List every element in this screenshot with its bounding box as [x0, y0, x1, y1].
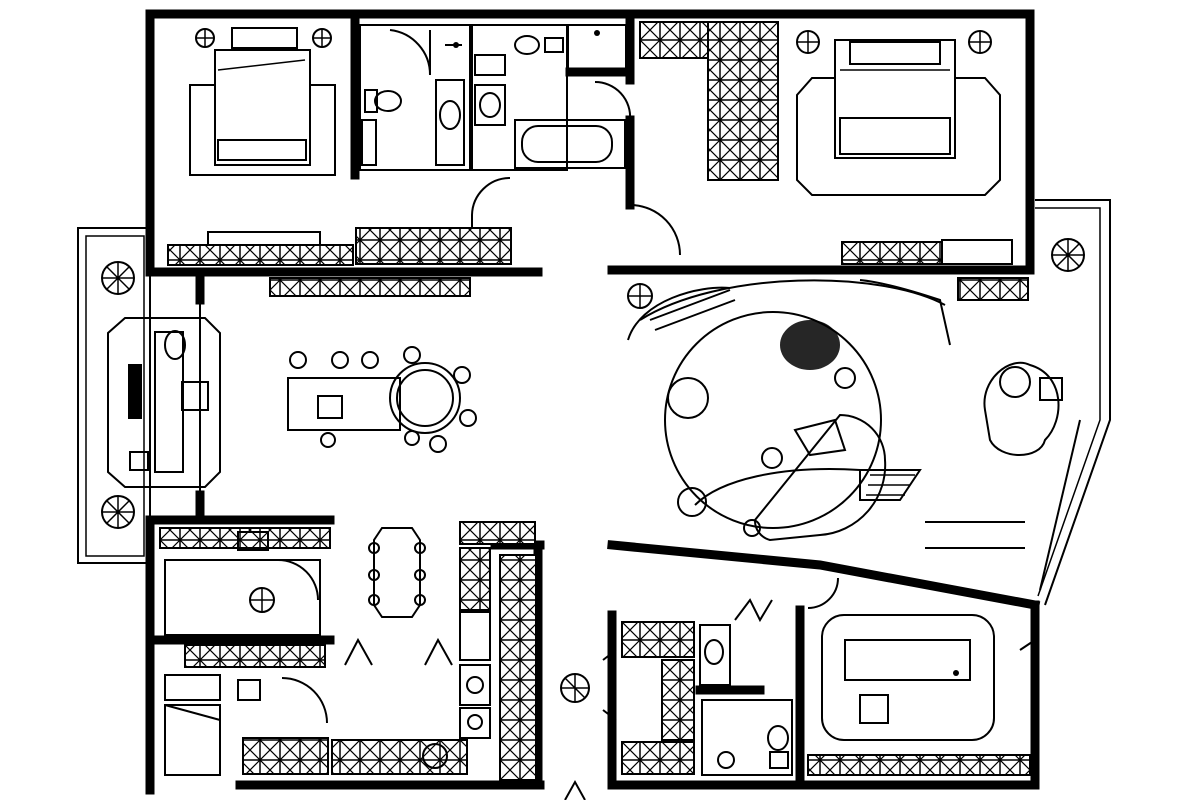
interior-walls — [150, 15, 1041, 790]
chair-icon — [317, 395, 343, 419]
wardrobe-icon — [269, 277, 471, 297]
chair-icon — [181, 381, 209, 411]
wardrobe-icon — [167, 244, 354, 266]
stove-icon — [237, 531, 269, 551]
plant-icon — [101, 261, 135, 295]
exterior-walls — [145, 9, 1040, 795]
bathroom-1 — [359, 24, 471, 171]
plant-icon — [780, 320, 840, 370]
dining-area — [287, 346, 477, 618]
rug-icon — [796, 77, 1001, 196]
bay-window-icon — [925, 521, 1025, 549]
master-bedroom — [631, 21, 1029, 301]
wardrobe-icon — [355, 227, 512, 265]
chair-icon — [289, 351, 379, 448]
rug-icon — [664, 311, 882, 529]
toilet-icon — [364, 89, 402, 113]
plant-icon — [627, 283, 653, 309]
pantry — [459, 521, 537, 781]
balcony-left — [77, 227, 151, 564]
sofa-icon — [649, 289, 736, 331]
toilet-icon — [767, 725, 789, 769]
desk-icon — [844, 639, 971, 681]
round-table-icon — [389, 362, 461, 434]
study-2 — [807, 577, 1036, 776]
desk-icon — [207, 231, 321, 247]
entrance — [560, 649, 617, 800]
chair-icon — [129, 451, 149, 471]
sink-icon — [422, 743, 448, 769]
wardrobe-icon — [841, 241, 943, 265]
wardrobe-icon — [807, 754, 1031, 776]
bathtub-icon — [514, 119, 626, 169]
wardrobe-icon — [639, 21, 709, 59]
bathroom-3 — [621, 598, 793, 776]
chair-icon — [859, 694, 889, 724]
wardrobe-icon — [957, 277, 1029, 301]
bed-icon — [834, 39, 956, 159]
plant-icon — [101, 495, 135, 529]
chair-icon — [793, 418, 847, 457]
bedroom-1 — [167, 27, 512, 297]
lounge-chair-icon — [753, 413, 922, 542]
balcony-right — [1035, 199, 1111, 606]
bathroom-2 — [471, 24, 632, 228]
piano-icon — [983, 361, 1063, 456]
chair-icon — [667, 377, 709, 419]
chair-icon — [403, 346, 477, 453]
study-area — [107, 317, 221, 488]
wardrobe-icon — [707, 21, 779, 181]
dining-table-icon — [287, 377, 401, 431]
plant-icon — [1051, 238, 1085, 272]
sink-icon — [479, 92, 501, 118]
kitchen — [159, 527, 468, 776]
chair-icon — [249, 587, 275, 613]
desk-icon — [941, 239, 1013, 265]
tv-unit-icon — [128, 364, 142, 419]
sink-icon — [699, 624, 731, 686]
dining-table-icon — [368, 527, 426, 618]
living-room — [627, 279, 1063, 549]
nightstand-icon — [195, 28, 332, 48]
bed-icon — [214, 27, 311, 166]
nightstand-icon — [796, 30, 992, 54]
sink-icon — [445, 42, 462, 48]
sink-icon — [435, 79, 465, 166]
plant-icon — [560, 673, 590, 703]
toilet-icon — [514, 35, 564, 55]
desk-icon — [154, 330, 186, 473]
